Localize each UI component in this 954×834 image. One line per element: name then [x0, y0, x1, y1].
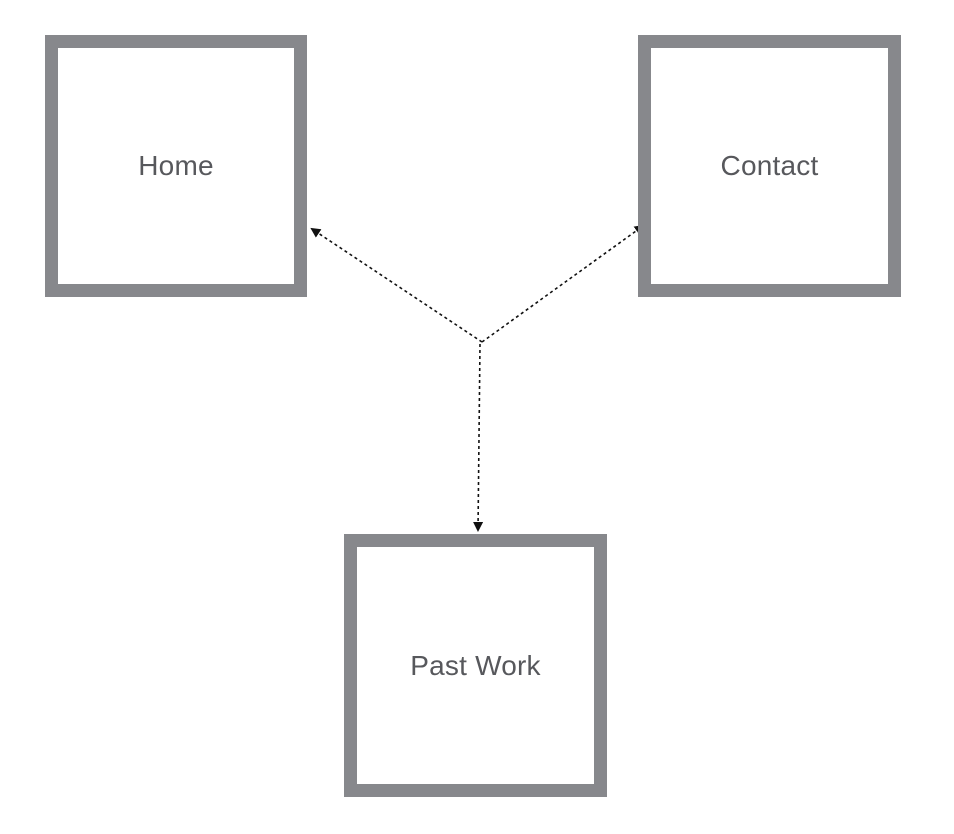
arrow-to-home — [310, 227, 483, 343]
past-work-box: Past Work — [344, 534, 607, 797]
arrow-to-contact — [481, 224, 645, 343]
home-label: Home — [138, 150, 214, 181]
past-work-label: Past Work — [410, 649, 541, 681]
arrow-to-past-work — [473, 343, 484, 532]
home-box: Home — [45, 35, 307, 297]
contact-label: Contact — [720, 150, 819, 181]
contact-box: Contact — [638, 35, 901, 297]
